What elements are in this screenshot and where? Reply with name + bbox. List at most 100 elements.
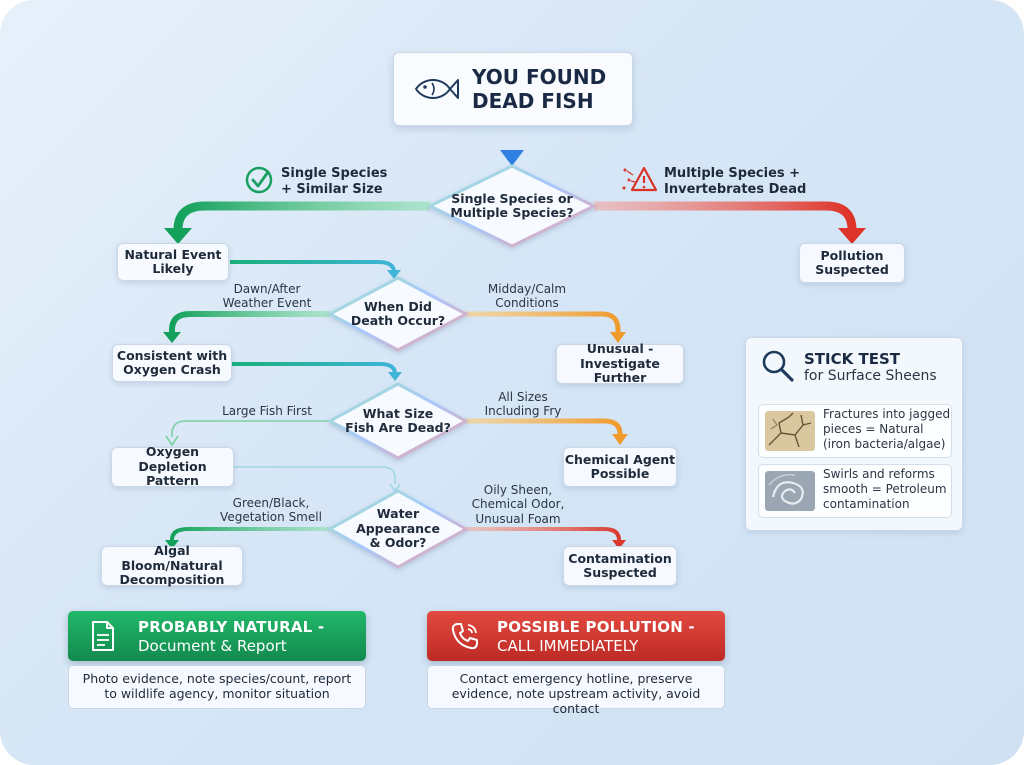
banner-natural-title: PROBABLY NATURAL - xyxy=(138,618,325,636)
oxygen-to-size-arrow-head xyxy=(388,372,402,381)
branch-large-line1: Large Fish First xyxy=(222,404,312,418)
stick-test-title: STICK TEST xyxy=(804,350,900,368)
note-pollution-line2: evidence, note upstream activity, avoid … xyxy=(451,686,701,716)
outcome-pollution-line1: Pollution xyxy=(820,247,884,263)
decision-species-shape xyxy=(426,164,598,248)
oxygen-to-size-connector xyxy=(230,362,397,375)
large-fish-arrow-head xyxy=(165,435,179,447)
stick-petroleum-line3: contamination xyxy=(823,497,910,511)
decision-time-line2: Death Occur? xyxy=(350,313,446,328)
outcome-contamination-line2: Suspected xyxy=(583,565,657,580)
branch-dawn-line2: Weather Event xyxy=(222,296,312,311)
decision-water-shape xyxy=(326,489,470,569)
decision-time-shape xyxy=(326,276,470,352)
note-pollution-actions: Contact emergency hotline, preserve evid… xyxy=(427,665,725,716)
large-fish-connector xyxy=(171,420,330,437)
branch-all-sizes: All Sizes Including Fry xyxy=(478,390,568,419)
cracked-film-image xyxy=(765,411,815,451)
branch-multiple-line2: Invertebrates Dead xyxy=(664,181,807,197)
warning-icon xyxy=(622,166,658,192)
branch-oily-line2: Chemical Odor, xyxy=(471,497,565,512)
branch-oily-sheen: Oily Sheen, Chemical Odor, Unusual Foam xyxy=(470,483,566,526)
outcome-oxygen-depletion-line1: Oxygen Depletion xyxy=(138,444,207,474)
single-species-arrow-head xyxy=(164,228,192,244)
decision-water-line1: Water xyxy=(376,506,420,522)
note-natural-actions: Photo evidence, note species/count, repo… xyxy=(68,665,366,709)
banner-possible-pollution: POSSIBLE POLLUTION - CALL IMMEDIATELY xyxy=(427,611,725,661)
branch-multiple-line1: Multiple Species + xyxy=(664,166,801,181)
stick-natural-line3: (iron bacteria/algae) xyxy=(823,437,946,451)
outcome-oxygen-crash-line2: Oxygen Crash xyxy=(123,362,221,377)
stick-test-subtitle: for Surface Sheens xyxy=(804,368,937,384)
branch-large-fish: Large Fish First xyxy=(222,404,312,418)
branch-multiple-species: Multiple Species + Invertebrates Dead xyxy=(664,166,806,197)
magnifier-icon xyxy=(762,350,794,382)
branch-midday-line1: Midday/Calm xyxy=(487,282,567,296)
outcome-pollution-line2: Suspected xyxy=(815,262,889,277)
branch-green-line2: Vegetation Smell xyxy=(220,510,322,525)
decision-species-line2: Multiple Species? xyxy=(450,205,574,220)
decision-time-line1: When Did xyxy=(363,298,433,314)
branch-all-sizes-line2: Including Fry xyxy=(484,404,562,419)
dawn-arrow-head xyxy=(163,332,181,343)
outcome-oxygen-crash-line1: Consistent with xyxy=(116,347,228,363)
decision-water-line3: & Odor? xyxy=(369,535,427,551)
note-natural-line2: to wildlife agency, monitor situation xyxy=(104,686,330,701)
outcome-unusual-line1: Unusual - xyxy=(586,341,654,357)
natural-to-time-connector xyxy=(230,260,396,273)
stick-natural-line1: Fractures into jagged xyxy=(823,407,951,421)
decision-size-line1: What Size xyxy=(362,405,434,421)
branch-green-line1: Green/Black, xyxy=(232,496,310,510)
dawn-connector xyxy=(169,311,330,334)
stick-test-petroleum-row: Swirls and reforms smooth = Petroleum co… xyxy=(758,464,952,518)
single-species-connector xyxy=(173,201,430,232)
banner-probably-natural: PROBABLY NATURAL - Document & Report xyxy=(68,611,366,661)
branch-single-line1: Single Species xyxy=(281,166,388,181)
stick-petroleum-line2: smooth = Petroleum xyxy=(823,482,947,496)
start-title: YOU FOUND DEAD FISH xyxy=(472,65,607,113)
document-icon xyxy=(92,621,114,651)
note-pollution-line1: Contact emergency hotline, preserve xyxy=(459,671,693,686)
all-sizes-connector xyxy=(465,418,623,436)
decision-size-shape xyxy=(326,382,470,460)
decision-size-line2: Fish Are Dead? xyxy=(345,420,451,435)
phone-icon xyxy=(451,623,478,650)
stick-natural-line2: pieces = Natural xyxy=(823,422,924,436)
natural-to-time-arrow-head xyxy=(387,270,401,279)
start-node: YOU FOUND DEAD FISH xyxy=(393,52,633,126)
outcome-unusual: Unusual -Investigate Further xyxy=(556,341,684,385)
branch-dawn: Dawn/After Weather Event xyxy=(222,282,312,311)
swirl-film-image xyxy=(765,471,815,511)
outcome-oxygen-depletion-line2: Pattern xyxy=(146,473,199,489)
start-arrow-head xyxy=(500,150,524,166)
banner-pollution-subtitle: CALL IMMEDIATELY xyxy=(497,637,639,655)
outcome-contamination-line1: Contamination xyxy=(568,550,672,566)
banner-natural-subtitle: Document & Report xyxy=(138,637,287,655)
green-black-arrow-head xyxy=(165,540,179,549)
fish-icon xyxy=(414,79,459,99)
branch-green-black: Green/Black, Vegetation Smell xyxy=(216,496,326,525)
stick-test-panel: STICK TEST for Surface Sheens Fractures … xyxy=(745,337,963,531)
outcome-algal-line1: Algal Bloom/Natural xyxy=(121,543,223,573)
branch-single-species: Single Species + Similar Size xyxy=(281,166,387,197)
oily-sheen-arrow-head xyxy=(612,540,626,549)
stick-test-natural-text: Fractures into jagged pieces = Natural (… xyxy=(823,407,950,452)
branch-oily-line1: Oily Sheen, xyxy=(483,483,553,497)
start-title-line1: YOU FOUND xyxy=(472,65,607,89)
branch-dawn-line1: Dawn/After xyxy=(233,282,301,296)
depletion-to-water-connector xyxy=(233,466,396,484)
branch-midday-line2: Conditions xyxy=(495,296,559,311)
check-circle-icon xyxy=(245,166,273,194)
multiple-species-arrow-head xyxy=(838,228,866,244)
